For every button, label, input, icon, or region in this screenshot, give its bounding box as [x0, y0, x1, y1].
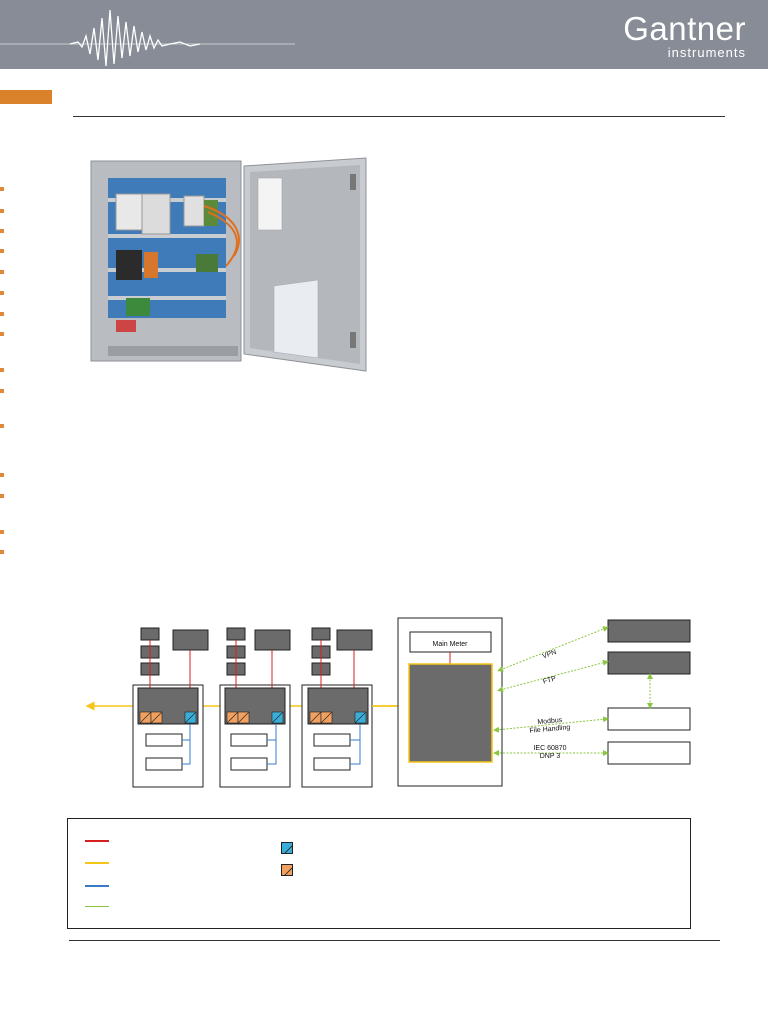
- bottom-divider: [69, 940, 720, 941]
- bullet-marker: [0, 530, 4, 534]
- top-divider: [73, 116, 725, 117]
- ftp-label: FTP: [542, 675, 557, 685]
- section-accent-tab: [0, 90, 52, 104]
- scada-client-box: [607, 741, 691, 765]
- station-unit: [301, 627, 373, 788]
- bullet-marker: [0, 312, 4, 316]
- iec-label: IEC 60870: [533, 745, 566, 752]
- bullet-marker: [0, 389, 4, 393]
- ftp-server-box: [607, 651, 691, 675]
- remote-server-box: [607, 619, 691, 643]
- modbus-label: Modbus: [537, 717, 563, 726]
- bullet-marker: [0, 473, 4, 477]
- bullet-marker: [0, 209, 4, 213]
- station-unit: [219, 627, 291, 788]
- central-controller: Main Meter: [397, 617, 503, 787]
- legend-converter-teal: [281, 842, 293, 854]
- bullet-marker: [0, 368, 4, 372]
- legend-line-green: [85, 906, 109, 907]
- bullet-marker: [0, 550, 4, 554]
- header-banner: Gantner instruments: [0, 0, 768, 69]
- bullet-marker: [0, 332, 4, 336]
- legend-box: [67, 818, 691, 929]
- cabinet-photo: [90, 157, 367, 372]
- legend-line-blue: [85, 885, 109, 887]
- brand-subtitle: instruments: [667, 45, 746, 60]
- modbus-client-box: [607, 707, 691, 731]
- main-meter-label: Main Meter: [432, 641, 468, 648]
- bullet-marker: [0, 187, 4, 191]
- dnp-label: DNP 3: [540, 753, 561, 760]
- bullet-marker: [0, 229, 4, 233]
- station-unit: [132, 627, 209, 788]
- brand-name: Gantner: [623, 10, 746, 47]
- bullet-marker: [0, 424, 4, 428]
- vpn-label: VPN: [542, 649, 558, 661]
- brand-logo: Gantner instruments: [623, 12, 746, 60]
- file-handling-label: File Handling: [529, 724, 570, 735]
- bullet-marker: [0, 249, 4, 253]
- legend-converter-orange: [281, 864, 293, 876]
- bullet-marker: [0, 494, 4, 498]
- bullet-marker: [0, 270, 4, 274]
- system-diagram: Main Meter VPN FTP Modbus File Handling …: [85, 617, 691, 788]
- legend-line-yellow: [85, 862, 109, 864]
- bullet-marker: [0, 291, 4, 295]
- legend-line-red: [85, 840, 109, 842]
- waveform-graphic: [0, 9, 295, 67]
